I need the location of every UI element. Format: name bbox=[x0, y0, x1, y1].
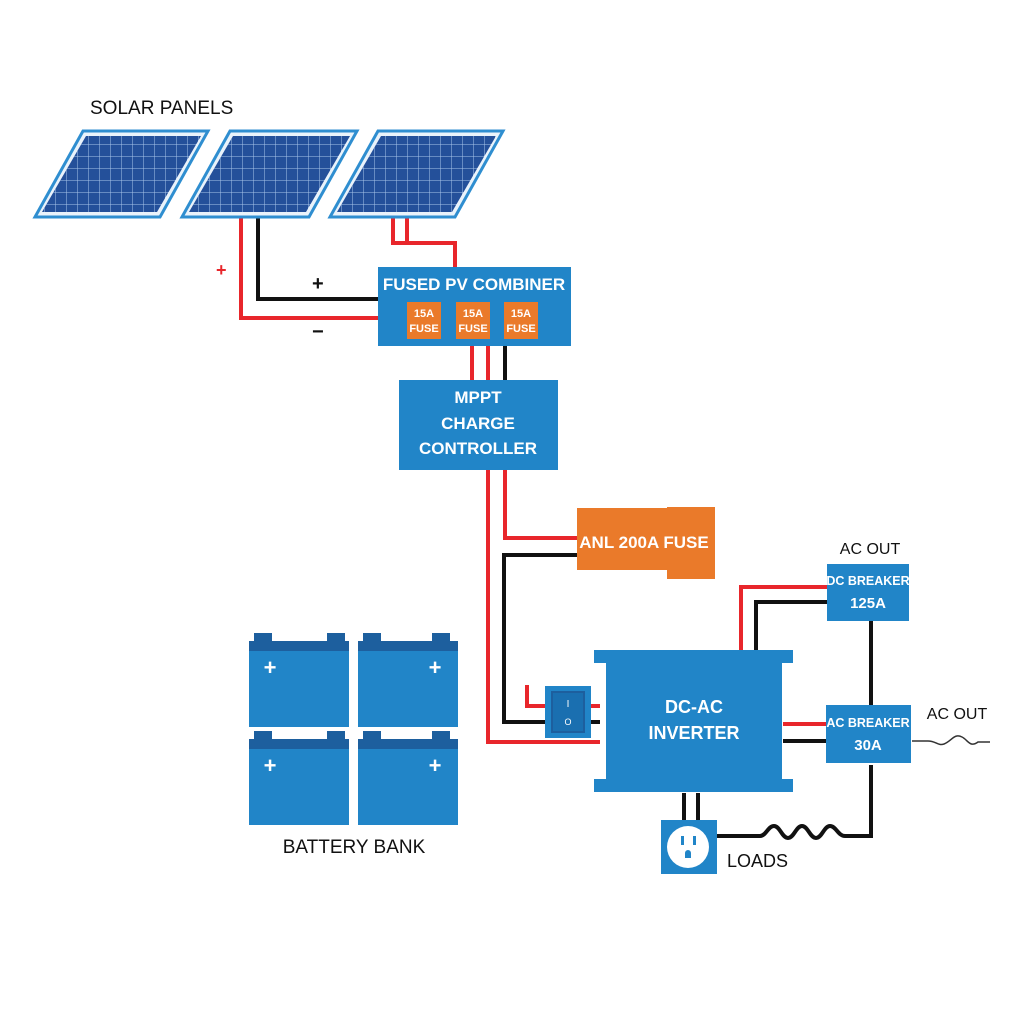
outlet-icon bbox=[667, 826, 709, 868]
solar-panels: SOLAR PANELS + + − bbox=[32, 98, 506, 343]
dc-breaker-caption: AC OUT bbox=[840, 541, 901, 558]
solar-panels-label: SOLAR PANELS bbox=[90, 98, 233, 119]
fuse-3[interactable]: 15A FUSE bbox=[504, 302, 538, 339]
battery-bank: + + + + BATTERY BANK bbox=[249, 633, 458, 858]
mppt-line-1: MPPT bbox=[454, 388, 502, 407]
wire-panel3-a bbox=[391, 218, 457, 268]
fuse-1[interactable]: 15A FUSE bbox=[407, 302, 441, 339]
wire-inverter-dcbreaker-negative bbox=[754, 600, 828, 652]
anl-fuse[interactable]: ANL 200A FUSE bbox=[577, 507, 715, 579]
solar-panel-1[interactable] bbox=[32, 129, 211, 219]
loads[interactable]: LOADS bbox=[661, 820, 788, 874]
ac-breaker[interactable]: AC BREAKER 30A AC OUT bbox=[826, 705, 987, 763]
battery-3-terminal: + bbox=[264, 753, 277, 778]
ac-out-wave bbox=[912, 735, 990, 746]
battery-2[interactable]: + bbox=[358, 633, 458, 727]
dc-ac-inverter[interactable]: DC-AC INVERTER bbox=[594, 650, 793, 792]
polarity-plus-red: + bbox=[216, 260, 227, 280]
disconnect-switch[interactable]: I O bbox=[545, 686, 591, 738]
wire-panel-positive bbox=[239, 218, 380, 320]
anl-fuse-label: ANL 200A FUSE bbox=[579, 533, 708, 552]
ac-breaker-line-2: 30A bbox=[854, 737, 882, 754]
wire-mppt-fuse-positive bbox=[503, 470, 580, 540]
fuse-2-rating: 15A bbox=[463, 308, 483, 320]
wire-acbreaker-loads bbox=[845, 765, 873, 838]
mppt-line-3: CONTROLLER bbox=[419, 439, 537, 458]
battery-2-terminal: + bbox=[429, 655, 442, 680]
mppt-line-2: CHARGE bbox=[441, 414, 515, 433]
switch-on-symbol: I bbox=[567, 699, 570, 710]
polarity-minus: − bbox=[312, 321, 324, 343]
dc-breaker-line-2: 125A bbox=[850, 595, 886, 612]
fuse-3-rating: 15A bbox=[511, 308, 531, 320]
dc-breaker-line-1: DC BREAKER bbox=[826, 574, 909, 588]
loads-label: LOADS bbox=[727, 851, 788, 871]
fuse-2[interactable]: 15A FUSE bbox=[456, 302, 490, 339]
fuse-3-label: FUSE bbox=[506, 323, 535, 335]
fuse-2-label: FUSE bbox=[458, 323, 487, 335]
pv-combiner[interactable]: FUSED PV COMBINER 15A FUSE 15A FUSE 15A … bbox=[378, 267, 571, 346]
wire-inverter-dcbreaker-positive bbox=[739, 585, 828, 652]
battery-3[interactable]: + bbox=[249, 731, 349, 825]
battery-1[interactable]: + bbox=[249, 633, 349, 727]
fuse-1-rating: 15A bbox=[414, 308, 434, 320]
switch-off-symbol: O bbox=[564, 717, 571, 727]
wire-switch-red bbox=[525, 685, 600, 708]
ac-breaker-line-1: AC BREAKER bbox=[826, 716, 909, 730]
solar-panel-3[interactable] bbox=[327, 129, 506, 219]
battery-4[interactable]: + bbox=[358, 731, 458, 825]
battery-bank-label: BATTERY BANK bbox=[283, 837, 426, 858]
fuse-1-label: FUSE bbox=[409, 323, 438, 335]
wire-fuse-switch-negative bbox=[502, 553, 580, 724]
inverter-line-1: DC-AC bbox=[665, 697, 723, 717]
mppt-charge-controller[interactable]: MPPT CHARGE CONTROLLER bbox=[399, 380, 558, 470]
load-resistor bbox=[716, 823, 846, 841]
dc-breaker[interactable]: AC OUT DC BREAKER 125A bbox=[826, 541, 910, 621]
wires bbox=[239, 218, 990, 841]
battery-4-terminal: + bbox=[429, 753, 442, 778]
wire-mppt-inverter-positive bbox=[486, 470, 600, 744]
polarity-plus: + bbox=[312, 273, 324, 295]
inverter-line-2: INVERTER bbox=[648, 723, 739, 743]
solar-panel-2[interactable] bbox=[179, 129, 360, 219]
ac-breaker-caption: AC OUT bbox=[927, 706, 988, 723]
wire-panel-negative bbox=[256, 218, 380, 301]
battery-1-terminal: + bbox=[264, 655, 277, 680]
combiner-title: FUSED PV COMBINER bbox=[383, 275, 565, 294]
